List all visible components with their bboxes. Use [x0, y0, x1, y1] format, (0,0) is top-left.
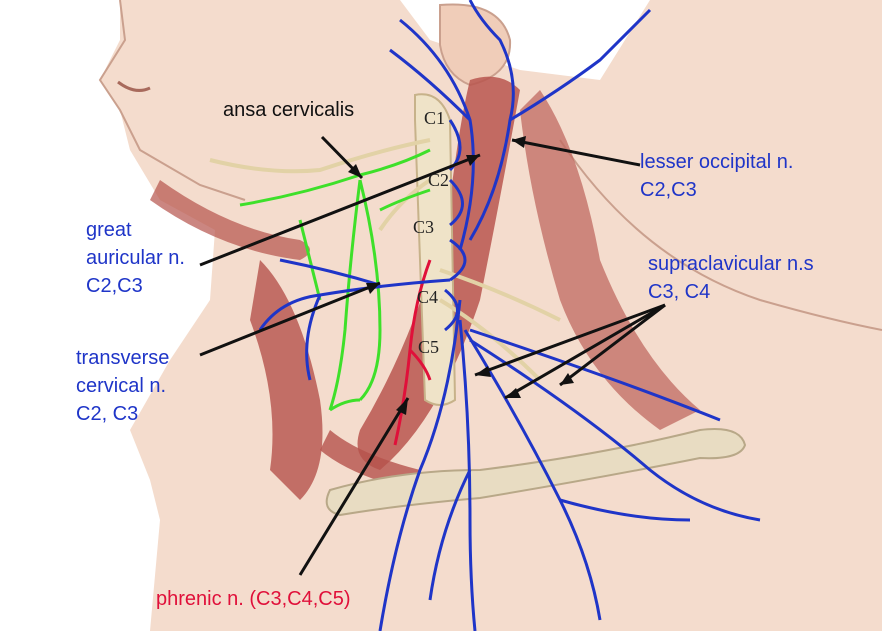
omohyoid-muscle	[150, 180, 310, 260]
label-lesser-occipital-line1: lesser occipital n.	[640, 151, 794, 173]
label-supraclavicular-line1: supraclavicular n.s	[648, 253, 814, 275]
label-great-auricular-line2: auricular n.	[86, 247, 185, 269]
leader-phrenic	[298, 397, 410, 576]
arrow-supraclavicular-1	[475, 366, 491, 377]
arrow-transverse-cervical	[366, 283, 380, 294]
label-transverse-cervical-line3: C2, C3	[76, 403, 139, 425]
label-great-auricular-line3: C2,C3	[86, 275, 143, 297]
arrow-phrenic	[396, 398, 408, 415]
leader-great-auricular	[199, 153, 481, 267]
face-outline	[98, 0, 246, 201]
label-transverse-cervical-line1: transverse	[76, 347, 170, 369]
shoulder-outline	[559, 139, 882, 331]
vertebra-label-c4: C4	[417, 287, 439, 307]
ear	[439, 3, 512, 87]
leader-supraclavicular-3	[559, 303, 666, 387]
arrow-lesser-occipital	[512, 136, 526, 148]
leader-arrowheads	[348, 136, 574, 415]
lips	[117, 80, 151, 92]
clavicle	[325, 428, 747, 517]
vertebra-label-c5: C5	[418, 337, 440, 357]
leader-supraclavicular-1	[474, 303, 666, 377]
leader-supraclavicular-2	[504, 303, 666, 400]
label-supraclavicular-line2: C3, C4	[648, 281, 711, 303]
label-great-auricular-line1: great	[86, 219, 132, 241]
trapezius-muscle	[520, 90, 700, 430]
vertebra-label-c3: C3	[413, 217, 435, 237]
leader-transverse-cervical	[199, 281, 381, 357]
cervical-spine	[414, 93, 457, 406]
vertebra-label-c1: C1	[424, 108, 446, 128]
arrow-ansa	[348, 164, 362, 178]
label-transverse-cervical-line2: cervical n.	[76, 375, 167, 397]
label-ansa-cervicalis: ansa cervicalis	[223, 99, 355, 121]
ansa-cervicalis-nerve	[239, 148, 431, 412]
arrow-great-auricular	[466, 155, 480, 166]
phrenic-branch	[408, 348, 432, 381]
vertebra-label-c2: C2	[428, 170, 450, 190]
leader-lesser-occipital	[511, 138, 641, 167]
cervical-plexus-branches	[209, 138, 561, 382]
blue-sensory-nerves	[258, 0, 761, 632]
label-phrenic: phrenic n. (C3,C4,C5)	[156, 588, 351, 610]
arrow-supraclavicular-2	[505, 388, 521, 398]
leader-lines	[199, 135, 666, 576]
arrow-supraclavicular-3	[560, 373, 574, 385]
label-lesser-occipital-line2: C2,C3	[640, 179, 697, 201]
